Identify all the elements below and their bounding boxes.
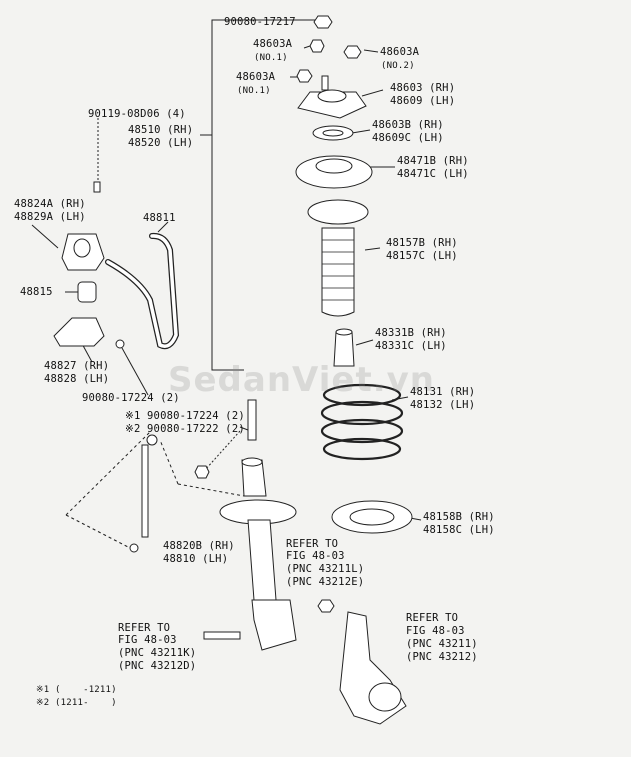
label-boot-rh: 48157B (RH) bbox=[386, 237, 458, 249]
label-nut-link-1: ※1 90080-17224 (2) bbox=[125, 410, 245, 422]
bushing-48815 bbox=[77, 281, 97, 303]
label-bolt-top: 90080-17217 bbox=[224, 16, 296, 28]
label-nut-bar: 90080-17224 (2) bbox=[82, 392, 180, 404]
label-bolt-bracket: 90119-08D06 (4) bbox=[88, 108, 186, 120]
lower-spring-seat bbox=[331, 500, 413, 534]
refer-line: (PNC 43212E) bbox=[286, 576, 365, 588]
strut-absorber bbox=[219, 399, 297, 651]
label-strut-lh: 48520 (LH) bbox=[128, 137, 194, 149]
label-bumper-lh: 48331C (LH) bbox=[375, 340, 447, 352]
watermark: SedanViet.vn bbox=[168, 360, 435, 400]
label-spring-lh: 48132 (LH) bbox=[410, 399, 476, 411]
label-clamp-rh: 48827 (RH) bbox=[44, 360, 110, 372]
clamp-48827 bbox=[53, 317, 105, 347]
label-boot-lh: 48157C (LH) bbox=[386, 250, 458, 262]
refer-line: (PNC 43211K) bbox=[118, 647, 197, 659]
label-upper-seat-lh: 48471C (LH) bbox=[397, 168, 469, 180]
upper-spring-seat bbox=[295, 155, 373, 189]
label-mount-rh: 48603 (RH) bbox=[390, 82, 456, 94]
label-nut-no1-lower-note: (NO.1) bbox=[237, 86, 271, 96]
label-bracket-lh: 48829A (LH) bbox=[14, 211, 86, 223]
label-bushing: 48815 bbox=[20, 286, 53, 298]
coil-spring bbox=[320, 383, 404, 461]
label-nut-no2-note: (NO.2) bbox=[381, 61, 415, 71]
refer-line: (PNC 43211L) bbox=[286, 563, 365, 575]
refer-line: (PNC 43212D) bbox=[118, 660, 197, 672]
label-nut-no1-lower: 48603A bbox=[236, 71, 276, 83]
refer-line: REFER TO bbox=[286, 538, 339, 550]
label-clamp-lh: 48828 (LH) bbox=[44, 373, 110, 385]
steering-knuckle bbox=[339, 611, 407, 725]
top-nut-icon bbox=[313, 15, 333, 29]
footnote-1: ※1 ( -1211) bbox=[36, 685, 117, 695]
footnote-2: ※2 (1211- ) bbox=[36, 698, 117, 708]
label-bracket-rh: 48824A (RH) bbox=[14, 198, 86, 210]
stabilizer-link bbox=[129, 434, 210, 553]
refer-line: REFER TO bbox=[118, 622, 171, 634]
dust-boot bbox=[307, 199, 369, 317]
label-bearing-rh: 48603B (RH) bbox=[372, 119, 444, 131]
refer-line: (PNC 43212) bbox=[406, 651, 478, 663]
label-nut-no1-upper-note: (NO.1) bbox=[254, 53, 288, 63]
label-spring-rh: 48131 (RH) bbox=[410, 386, 476, 398]
label-link-lh: 48810 (LH) bbox=[163, 553, 229, 565]
label-link-rh: 48820B (RH) bbox=[163, 540, 235, 552]
refer-line: FIG 48-03 bbox=[118, 634, 177, 646]
label-upper-seat-rh: 48471B (RH) bbox=[397, 155, 469, 167]
strut-mount bbox=[297, 75, 367, 119]
label-strut-rh: 48510 (RH) bbox=[128, 124, 194, 136]
refer-line: FIG 48-03 bbox=[286, 550, 345, 562]
refer-line: (PNC 43211) bbox=[406, 638, 478, 650]
label-lower-seat-rh: 48158B (RH) bbox=[423, 511, 495, 523]
label-bumper-rh: 48331B (RH) bbox=[375, 327, 447, 339]
refer-line: FIG 48-03 bbox=[406, 625, 465, 637]
label-nut-no2: 48603A bbox=[380, 46, 420, 58]
leader-strut-assembly bbox=[211, 19, 318, 371]
refer-line: REFER TO bbox=[406, 612, 459, 624]
label-nut-no1-upper: 48603A bbox=[253, 38, 293, 50]
bump-stopper bbox=[333, 328, 355, 367]
label-bearing-lh: 48609C (LH) bbox=[372, 132, 444, 144]
label-lower-seat-lh: 48158C (LH) bbox=[423, 524, 495, 536]
label-stabilizer-bar: 48811 bbox=[143, 212, 176, 224]
label-nut-link-2: ※2 90080-17222 (2) bbox=[125, 423, 245, 435]
stabilizer-bar bbox=[105, 232, 180, 350]
label-mount-lh: 48609 (LH) bbox=[390, 95, 456, 107]
